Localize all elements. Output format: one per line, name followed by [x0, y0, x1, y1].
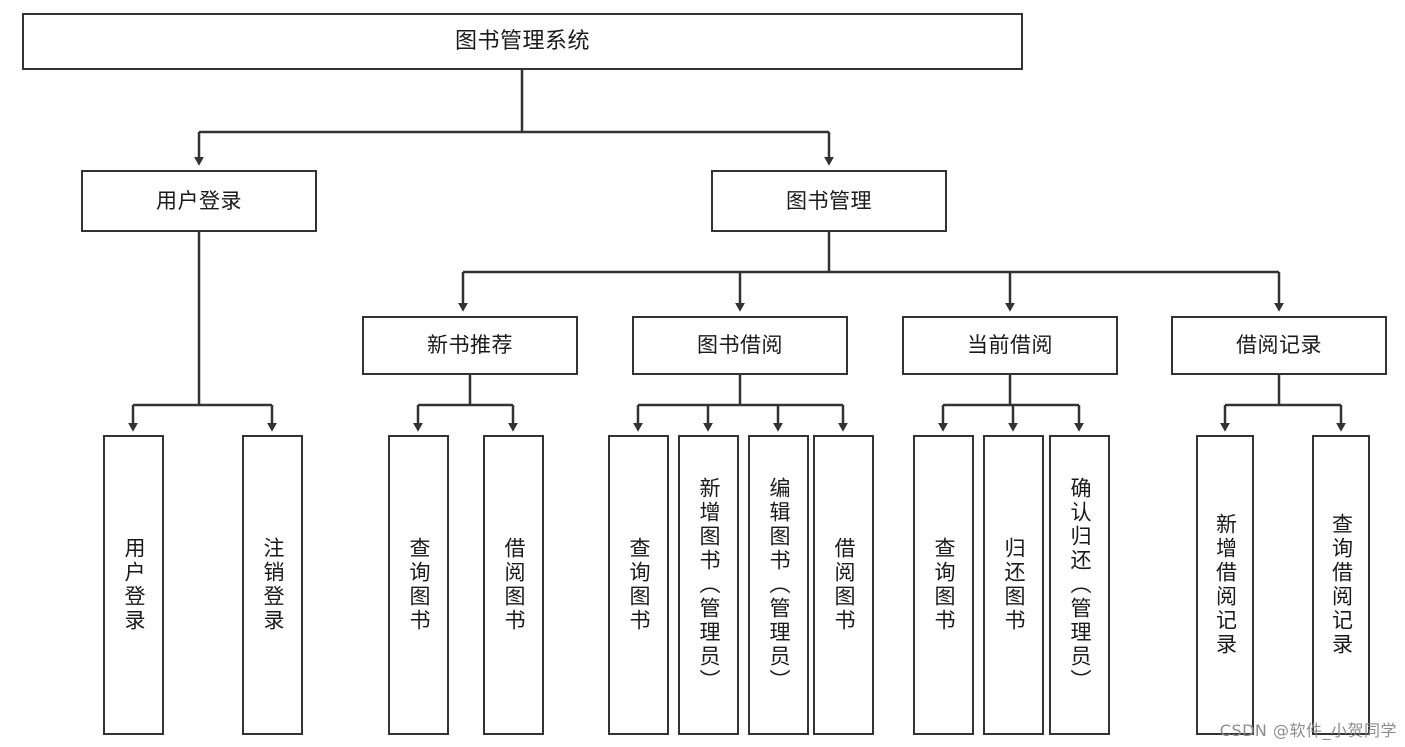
node-leaf-query-borrow-record-label: 查询借阅记录 [1329, 513, 1354, 657]
node-leaf-return-book-label: 归还图书 [1002, 537, 1026, 633]
node-leaf-query-book-3-label: 查询图书 [932, 537, 956, 633]
edge-root-to-level1 [194, 70, 834, 166]
node-leaf-query-book-2-label: 查询图书 [627, 537, 651, 633]
node-leaf-borrow-book-1[interactable]: 借阅图书 [483, 435, 544, 735]
node-leaf-query-book-2[interactable]: 查询图书 [608, 435, 669, 735]
node-leaf-add-borrow-record[interactable]: 新增借阅记录 [1196, 435, 1254, 735]
node-book-manage-label: 图书管理 [786, 188, 872, 213]
edge-bookborrow-to-leaves [633, 375, 848, 432]
node-root-label: 图书管理系统 [454, 28, 590, 54]
edge-borrowrecord-to-leaves [1220, 375, 1346, 432]
watermark: CSDN @软件_小贺同学 [1219, 721, 1397, 740]
node-leaf-user-login[interactable]: 用户登录 [103, 435, 164, 735]
edge-userlogin-to-leaves [128, 232, 277, 432]
node-leaf-add-book[interactable]: 新增图书（管理员） [678, 435, 739, 735]
node-leaf-confirm-return-label: 确认归还（管理员） [1068, 477, 1092, 693]
node-leaf-borrow-book-1-label: 借阅图书 [502, 537, 526, 633]
node-leaf-add-borrow-record-label: 新增借阅记录 [1213, 513, 1238, 657]
node-leaf-confirm-return[interactable]: 确认归还（管理员） [1049, 435, 1110, 735]
node-leaf-query-book-1-label: 查询图书 [407, 537, 431, 633]
edge-bookmanage-to-level2 [458, 232, 1284, 312]
node-leaf-query-borrow-record[interactable]: 查询借阅记录 [1312, 435, 1370, 735]
node-new-book-recommend-label: 新书推荐 [427, 333, 513, 358]
node-leaf-user-logout[interactable]: 注销登录 [242, 435, 303, 735]
node-leaf-query-book-1[interactable]: 查询图书 [388, 435, 449, 735]
node-book-manage[interactable]: 图书管理 [711, 170, 947, 232]
node-current-borrow-label: 当前借阅 [967, 333, 1053, 358]
edge-currentborrow-to-leaves [938, 375, 1084, 432]
node-leaf-query-book-3[interactable]: 查询图书 [913, 435, 974, 735]
node-leaf-user-logout-label: 注销登录 [261, 537, 285, 633]
node-user-login-label: 用户登录 [156, 188, 242, 213]
node-current-borrow[interactable]: 当前借阅 [902, 316, 1118, 375]
node-leaf-edit-book[interactable]: 编辑图书（管理员） [748, 435, 809, 735]
node-borrow-record[interactable]: 借阅记录 [1171, 316, 1387, 375]
node-leaf-return-book[interactable]: 归还图书 [983, 435, 1044, 735]
node-leaf-borrow-book-2[interactable]: 借阅图书 [813, 435, 874, 735]
node-borrow-record-label: 借阅记录 [1236, 333, 1322, 358]
node-new-book-recommend[interactable]: 新书推荐 [362, 316, 578, 375]
node-book-borrow-label: 图书借阅 [697, 333, 783, 358]
node-leaf-borrow-book-2-label: 借阅图书 [832, 537, 856, 633]
node-leaf-edit-book-label: 编辑图书（管理员） [767, 477, 791, 693]
node-book-borrow[interactable]: 图书借阅 [632, 316, 848, 375]
node-root[interactable]: 图书管理系统 [22, 13, 1023, 70]
node-leaf-add-book-label: 新增图书（管理员） [697, 477, 721, 693]
node-user-login[interactable]: 用户登录 [81, 170, 317, 232]
edge-newbook-to-leaves [413, 375, 518, 432]
node-leaf-user-login-label: 用户登录 [122, 537, 146, 633]
